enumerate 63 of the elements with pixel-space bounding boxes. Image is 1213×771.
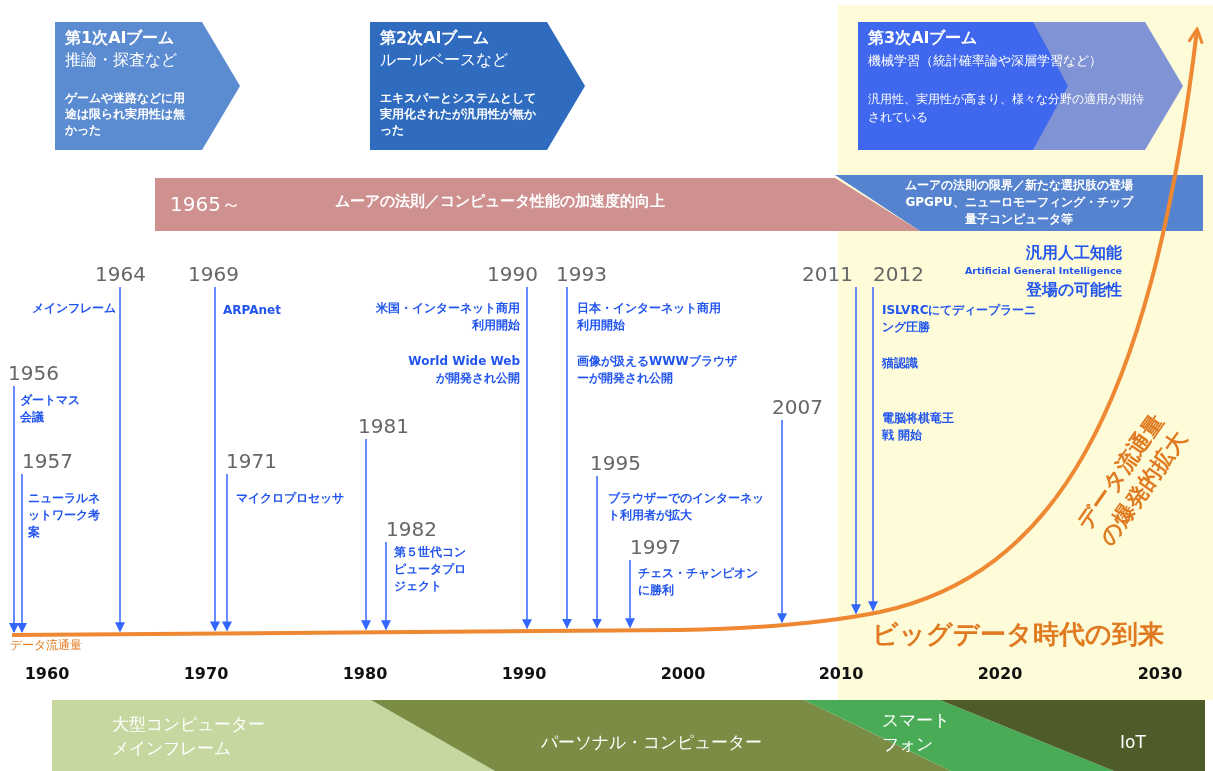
event-description: World Wide Webが開発され公開 [407, 353, 520, 387]
year-label: 1990 [487, 263, 538, 285]
year-label: 2012 [873, 263, 924, 285]
heading-text: 汎用人工知能 [1025, 243, 1122, 264]
heading-text: 登場の可能性 [1025, 280, 1122, 301]
axis-tick-label: 2000 [659, 664, 707, 683]
arrow [777, 419, 787, 624]
axis-tick-label: 1990 [500, 664, 548, 683]
chevron-box: 第2次AIブーム ルールベースなど エキスパーとシステムとして実用化されたが汎用性が無かった [370, 22, 585, 150]
event-description: ニューラルネットワーク考案 [28, 490, 101, 541]
era-caption: ビッグデータ時代の到来 [872, 618, 1164, 651]
event-description: ブラウザーでのインターネット利用者が拡大 [608, 490, 765, 524]
year-label: 1964 [95, 263, 146, 285]
event-description: 第５世代コンピュータプロジェクト [394, 544, 467, 595]
year-label: 1957 [22, 450, 73, 472]
axis-tick-label: 2010 [817, 664, 865, 683]
year-label: 1969 [188, 263, 239, 285]
event-description: チェス・チャンピオンに勝利 [638, 565, 759, 599]
arrow [868, 286, 878, 612]
arrow [17, 473, 27, 633]
year-label: 1995 [590, 452, 641, 474]
axis-tick-label: 1960 [23, 664, 71, 683]
year-label: 1981 [358, 415, 409, 437]
arrow [851, 286, 861, 615]
era-band: スマートフォン [804, 700, 1114, 771]
subtitle-text: Artificial General Intelligence [964, 265, 1122, 276]
era-band: 大型コンピューターメインフレーム [52, 700, 495, 771]
arrow [210, 286, 220, 632]
axis-tick-label: 1970 [182, 664, 230, 683]
arrow [9, 385, 19, 633]
arrow [222, 473, 232, 632]
year-label: 1997 [630, 536, 681, 558]
arrow [115, 286, 125, 633]
trend-band: ムーアの法則の限界／新たな選択肢の登場 GPGPU、ニューロモーフィング・チップ量子コンピュータ等 [835, 175, 1203, 231]
growth-label: データ流通量の爆発的拡大 [1070, 408, 1193, 552]
arrow [592, 475, 602, 629]
chevron-box: 第1次AIブーム 推論・探査など ゲームや迷路などに用途は限られ実用性は無かった [55, 22, 240, 150]
arrow [562, 286, 572, 629]
event-description: 米国・インターネット商用利用開始 [375, 300, 520, 334]
event-description: 画像が扱えるWWWブラウザーが開発され公開 [577, 353, 738, 387]
event-description: ダートマス会議 [20, 392, 81, 426]
event-description: 猫認識 [882, 355, 919, 372]
year-label: 2011 [802, 263, 853, 285]
year-label: 1993 [556, 263, 607, 285]
axis-tick-label: 2020 [976, 664, 1024, 683]
axis-tick-label: 1980 [341, 664, 389, 683]
event-description: メインフレーム [31, 300, 116, 317]
year-label: 1956 [8, 362, 59, 384]
arrow [361, 438, 371, 631]
event-description: ISLVRCにてディープラーニング圧勝 [882, 302, 1037, 336]
event-description: 日本・インターネット商用利用開始 [577, 300, 722, 334]
event-description: マイクロプロセッサ [236, 490, 345, 507]
event-description: 電脳将棋竜王戦 開始 [882, 410, 955, 444]
chevron-box: 第3次AIブーム 機械学習（統計確率論や深層学習など） 汎用性、実用性が高まり、様々な分野の適用が期待されている [858, 22, 1183, 150]
event-description: ARPAnet [223, 302, 282, 319]
arrow [522, 286, 532, 630]
year-label: 1971 [226, 450, 277, 472]
year-label: 1982 [386, 518, 437, 540]
arrow [625, 559, 635, 629]
growth-arrow [879, 27, 1204, 614]
axis-tick-label: 2030 [1136, 664, 1184, 683]
arrow [381, 541, 391, 631]
year-label: 2007 [772, 396, 823, 418]
